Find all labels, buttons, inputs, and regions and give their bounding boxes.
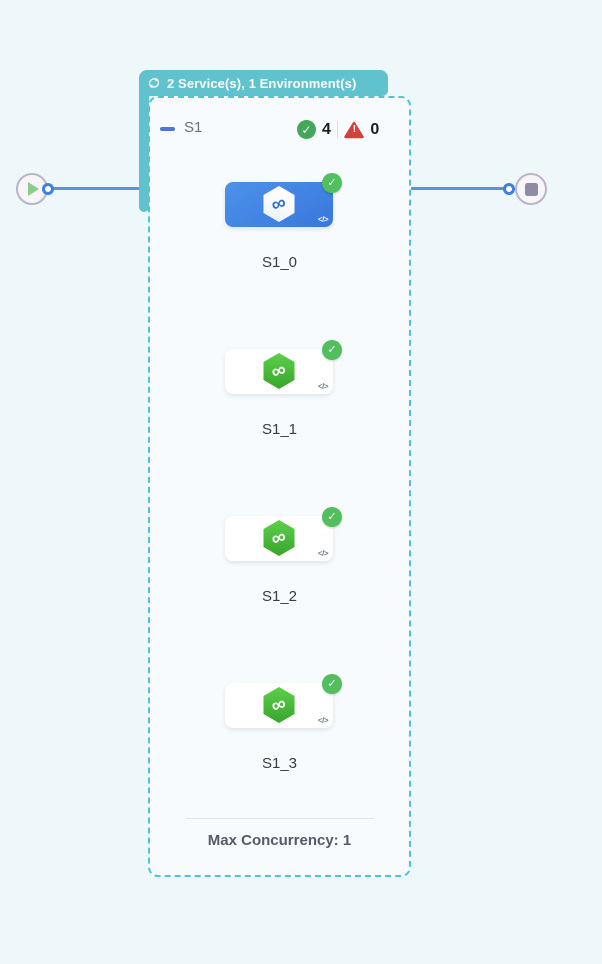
- check-glyph: ✓: [327, 677, 337, 690]
- play-icon: [28, 182, 39, 196]
- end-connector-port: [503, 183, 515, 195]
- code-icon: </>: [317, 215, 329, 224]
- status-success-badge: ✓: [322, 507, 342, 527]
- step-node-s1-2[interactable]: ∞ </> ✓: [225, 507, 342, 561]
- service-hexagon-icon: ∞: [263, 353, 295, 389]
- error-warning-icon: !: [344, 121, 365, 139]
- max-concurrency-label: Max Concurrency: 1: [207, 832, 352, 849]
- start-connector-port: [42, 183, 54, 195]
- edge-start-to-stage: [48, 187, 150, 190]
- step-node-s1-1[interactable]: ∞ </> ✓: [225, 340, 342, 394]
- infinity-glyph: ∞: [268, 358, 290, 384]
- service-hexagon-icon: ∞: [263, 687, 295, 723]
- infinity-glyph: ∞: [268, 191, 290, 217]
- code-icon: </>: [317, 716, 329, 725]
- services-environments-badge[interactable]: 2 Service(s), 1 Environment(s): [139, 70, 388, 96]
- infinity-glyph: ∞: [268, 525, 290, 551]
- stage-group-accent-bar: [139, 90, 149, 212]
- check-glyph: ✓: [327, 510, 337, 523]
- check-glyph: ✓: [327, 343, 337, 356]
- exclamation-glyph: !: [352, 123, 357, 135]
- status-success-badge: ✓: [322, 340, 342, 360]
- footer-divider: [186, 818, 374, 819]
- collapse-stage-button[interactable]: [160, 127, 175, 131]
- check-glyph: ✓: [327, 176, 337, 189]
- code-icon: </>: [317, 382, 329, 391]
- status-success-badge: ✓: [322, 173, 342, 193]
- step-label: S1_2: [261, 588, 298, 605]
- success-check-icon: ✓: [297, 120, 316, 139]
- step-label: S1_0: [261, 254, 298, 271]
- end-node[interactable]: [515, 173, 547, 205]
- warning-triangle-icon: [344, 121, 365, 138]
- step-node-s1-3[interactable]: ∞ </> ✓: [225, 674, 342, 728]
- status-divider: [336, 120, 339, 139]
- edge-stage-to-end: [411, 187, 506, 190]
- service-hexagon-icon: ∞: [263, 186, 295, 222]
- infinity-glyph: ∞: [268, 692, 290, 718]
- status-success-badge: ✓: [322, 674, 342, 694]
- step-node-s1-0[interactable]: ∞ </> ✓: [225, 173, 342, 227]
- stop-icon: [524, 182, 538, 196]
- step-label: S1_3: [261, 755, 298, 772]
- stage-status-summary: ✓ 4 ! 0: [297, 119, 379, 140]
- error-count: 0: [370, 120, 380, 138]
- code-icon: </>: [317, 549, 329, 558]
- check-glyph: ✓: [301, 122, 312, 137]
- stage-name: S1: [184, 119, 203, 136]
- services-environments-label: 2 Service(s), 1 Environment(s): [167, 75, 357, 91]
- service-hexagon-icon: ∞: [263, 520, 295, 556]
- success-count: 4: [322, 120, 331, 138]
- loop-icon: [148, 77, 160, 89]
- step-label: S1_1: [261, 421, 298, 438]
